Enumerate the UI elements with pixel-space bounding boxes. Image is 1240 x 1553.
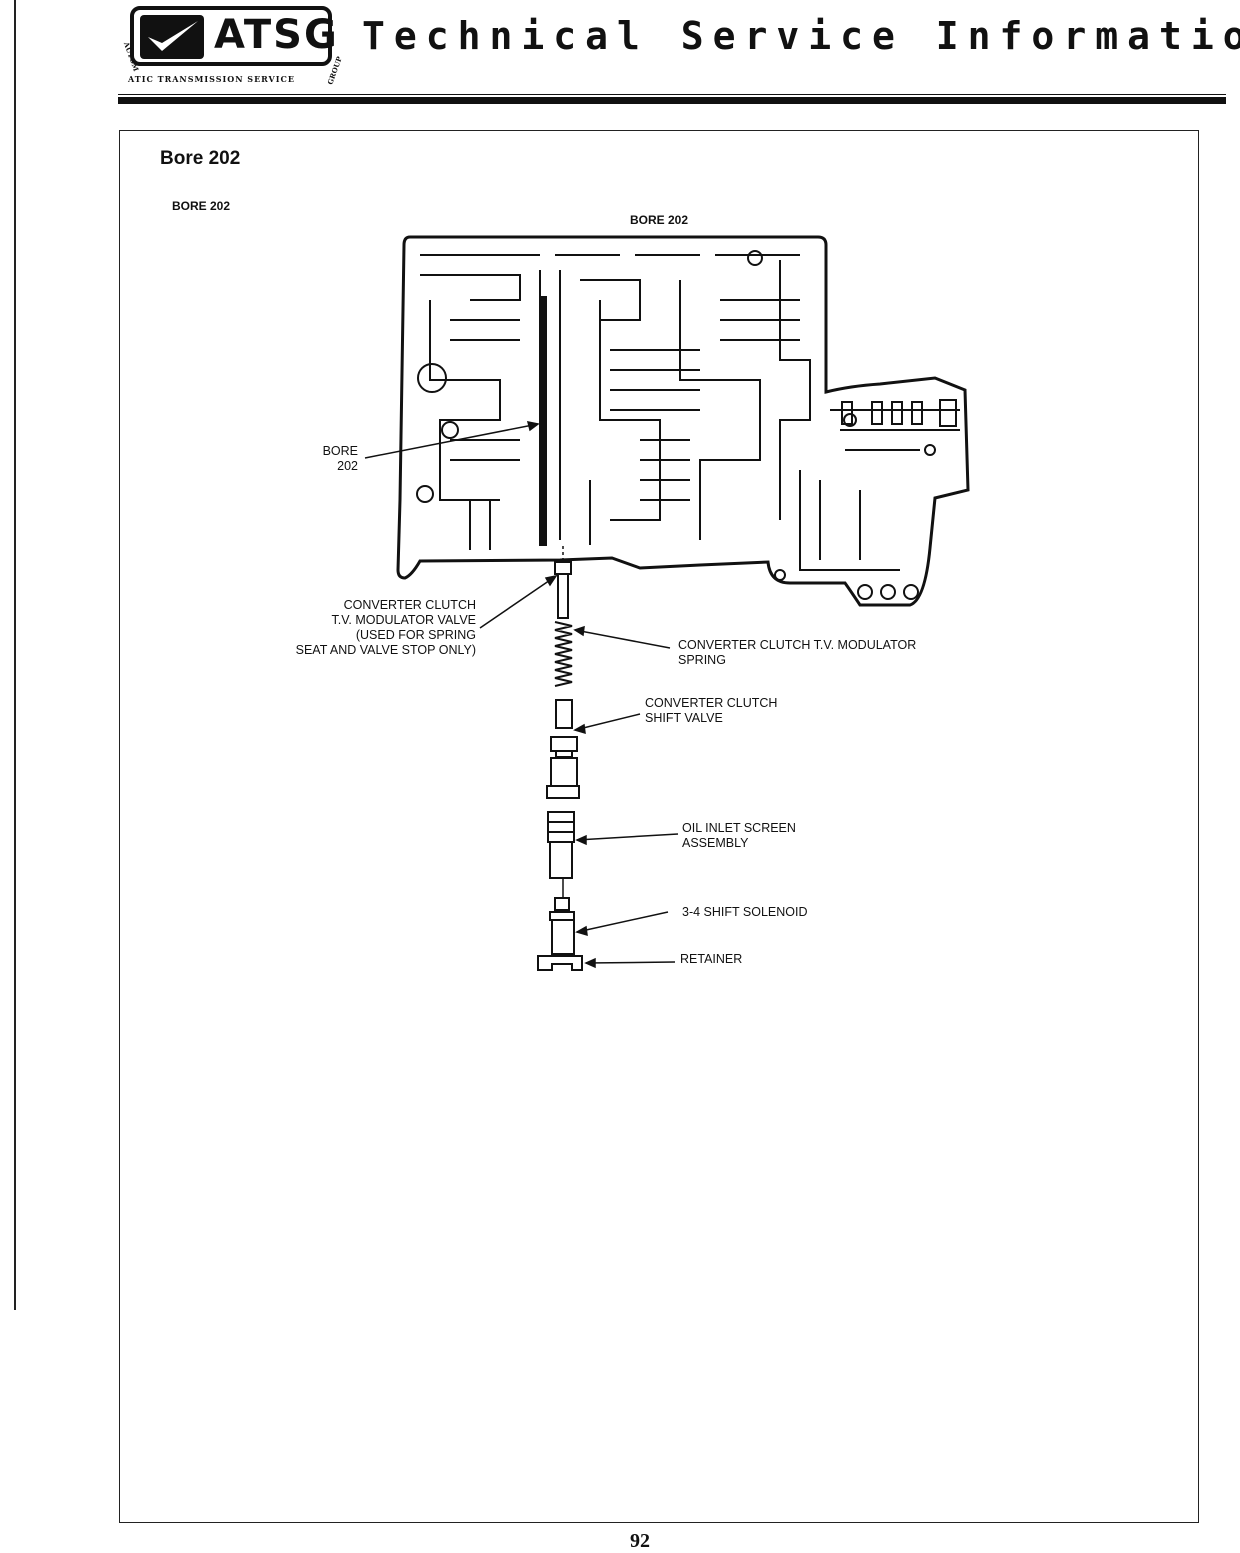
shift-solenoid (549, 897, 575, 955)
page-edge-line (14, 0, 16, 1310)
content-frame (119, 130, 1199, 1523)
callout-tv-modulator-valve: CONVERTER CLUTCH T.V. MODULATOR VALVE (U… (295, 598, 476, 657)
bore-202 (539, 296, 547, 546)
checkmark-icon (140, 15, 204, 59)
valve-body-outline (396, 235, 970, 607)
logo-frame: ATSG (130, 6, 337, 66)
header-rule (118, 97, 1226, 104)
callout-shift-valve: CONVERTER CLUTCH SHIFT VALVE (645, 696, 778, 725)
callout-oil-inlet-screen: OIL INLET SCREEN ASSEMBLY (682, 821, 796, 850)
header-title: Technical Service Information (362, 14, 1240, 58)
tv-modulator-spring (554, 621, 573, 687)
shift-valve (546, 699, 580, 799)
valve-body-ports (416, 250, 957, 600)
header-rule-thin (118, 94, 1226, 95)
oil-inlet-screen (547, 811, 575, 879)
figure-label: BORE 202 (172, 199, 231, 213)
leader-lines (364, 421, 679, 969)
atsg-logo: ATSG ATIC TRANSMISSION SERVICE AUTOM GRO… (112, 4, 344, 96)
callout-shift-solenoid: 3-4 SHIFT SOLENOID (682, 905, 808, 919)
tv-modulator-valve (554, 561, 572, 619)
diagram-top-label: BORE 202 (630, 213, 689, 227)
page-number: 92 (630, 1530, 650, 1552)
logo-subtext: ATIC TRANSMISSION SERVICE (128, 74, 295, 84)
logo-wordmark: ATSG (214, 12, 339, 58)
callout-tv-modulator-spring: CONVERTER CLUTCH T.V. MODULATOR SPRING (678, 638, 917, 667)
retainer (537, 955, 583, 971)
callout-bore-202: BORE 202 (322, 444, 358, 473)
section-title: Bore 202 (160, 148, 241, 169)
callout-retainer: RETAINER (680, 952, 743, 966)
valve-body-channels (420, 254, 960, 571)
